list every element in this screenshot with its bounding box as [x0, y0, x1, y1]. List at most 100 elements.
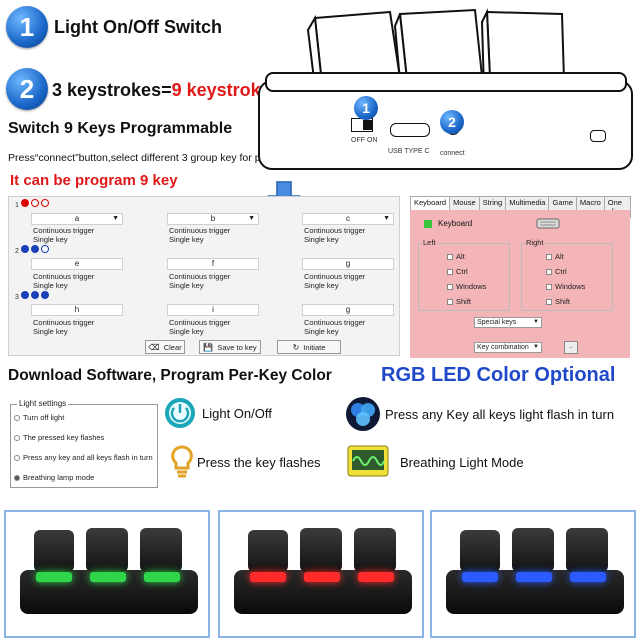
mode-label: Single key [169, 281, 204, 290]
mode-any-key: Press any Key all keys light flash in tu… [385, 407, 615, 422]
key-select-3c[interactable]: g [302, 304, 394, 316]
keyboard-settings-area: Keyboard Left Alt Ctrl Windows Shift Rig… [410, 210, 630, 358]
radio-breathing-lamp[interactable]: Breathing lamp mode [14, 473, 94, 482]
left-group-title: Left [422, 238, 437, 247]
mode-key-flashes: Press the key flashes [197, 455, 321, 470]
right-shift-checkbox[interactable]: Shift [546, 297, 570, 306]
photo-blue [430, 510, 636, 638]
switch-label: OFF ON [351, 137, 378, 144]
led-dot [20, 199, 29, 207]
initiate-button-label: Initiate [303, 342, 326, 352]
keycap [300, 528, 342, 572]
key-select-2a[interactable]: e [31, 258, 123, 270]
keyboard-icon [536, 218, 560, 229]
keycap [354, 528, 396, 572]
programmable-title: Switch 9 Keys Programmable [8, 120, 233, 137]
left-alt-checkbox[interactable]: Alt [447, 252, 465, 261]
keycap [248, 530, 288, 572]
clear-button-label: Clear [163, 342, 182, 352]
clear-button[interactable]: ⌫Clear [145, 340, 185, 354]
keypad-top-rim [265, 72, 627, 92]
left-modifier-group: Left Alt Ctrl Windows Shift [418, 238, 510, 311]
right-ctrl-checkbox[interactable]: Ctrl [546, 267, 567, 276]
led-glow [462, 572, 498, 582]
key-select-2b[interactable]: f [167, 258, 259, 270]
left-ctrl-checkbox[interactable]: Ctrl [447, 267, 468, 276]
ellipsis-button[interactable]: .. [564, 341, 578, 354]
feature-2-title: 3 keystrokes=9 keystrokes [52, 80, 281, 101]
mode-label: Single key [33, 327, 68, 336]
mode-label: Single key [169, 235, 204, 244]
group-2-indicator: 2 [15, 245, 51, 255]
trigger-label: Continuous trigger [169, 226, 231, 235]
connect-label: connect [440, 150, 465, 157]
led-glow [304, 572, 340, 582]
checkbox-icon [447, 283, 453, 290]
group-3-indicator: 3 [15, 291, 51, 301]
special-keys-select[interactable]: Special keys▼ [474, 317, 542, 328]
mode-breathing: Breathing Light Mode [400, 455, 524, 470]
initiate-button[interactable]: ↻Initiate [277, 340, 341, 354]
side-slot [590, 130, 606, 142]
radio-icon [14, 474, 20, 481]
light-switch[interactable] [351, 118, 373, 132]
feature-1-title: Light On/Off Switch [54, 17, 222, 37]
feature-2-badge: 2 [6, 68, 48, 110]
keycap [460, 530, 500, 572]
left-windows-checkbox[interactable]: Windows [447, 282, 486, 291]
key-select-2c[interactable]: g [302, 258, 394, 270]
radio-turn-off-light[interactable]: Turn off light [14, 413, 64, 422]
keycaps-illustration [306, 8, 566, 100]
radio-pressed-key-flashes[interactable]: The pressed key flashes [14, 433, 104, 442]
mode-label: Single key [304, 235, 339, 244]
keycap [512, 528, 554, 572]
led-dot [40, 199, 49, 207]
radio-any-key-flash[interactable]: Press any key and all keys flash in turn [14, 453, 153, 462]
right-windows-checkbox[interactable]: Windows [546, 282, 585, 291]
led-dot [20, 291, 29, 299]
key-select-3a[interactable]: h [31, 304, 123, 316]
key-combination-select[interactable]: Key combination▼ [474, 342, 542, 353]
keypad-drawing: OFF ON 1 USB TYPE C 2 connect [250, 0, 640, 180]
mode-light-onoff: Light On/Off [202, 406, 272, 421]
instruction-text: Press“connect”button,select different 3 … [8, 152, 294, 164]
trigger-label: Continuous trigger [33, 226, 95, 235]
light-settings-panel: Light settings Turn off light The presse… [10, 399, 158, 488]
trigger-label: Continuous trigger [304, 226, 366, 235]
key-select-1c[interactable]: c▼ [302, 213, 394, 225]
left-shift-checkbox[interactable]: Shift [447, 297, 471, 306]
photo-red [218, 510, 424, 638]
keycap [566, 528, 608, 572]
feature-1-badge: 1 [6, 6, 48, 48]
rgb-caption: RGB LED Color Optional [381, 364, 616, 386]
key-program-panel: 1 a▼ b▼ c▼ Continuous trigger Single key… [8, 196, 400, 356]
save-to-key-button[interactable]: 💾Save to key [199, 340, 261, 354]
feature-2-text-b: 9 keystrokes [171, 80, 281, 100]
led-dot [40, 245, 49, 253]
led-dot [30, 199, 39, 207]
mode-label: Single key [169, 327, 204, 336]
program-note: It can be program 9 key [10, 172, 178, 189]
trigger-label: Continuous trigger [33, 318, 95, 327]
keycap [86, 528, 128, 572]
key-select-1a[interactable]: a▼ [31, 213, 123, 225]
trigger-label: Continuous trigger [304, 272, 366, 281]
chevron-down-icon: ▼ [533, 319, 539, 325]
key-select-3b[interactable]: i [167, 304, 259, 316]
right-alt-checkbox[interactable]: Alt [546, 252, 564, 261]
keyboard-indicator [424, 220, 432, 228]
trigger-label: Continuous trigger [169, 318, 231, 327]
key-select-1b[interactable]: b▼ [167, 213, 259, 225]
checkbox-icon [447, 268, 453, 275]
checkbox-icon [546, 283, 552, 290]
checkbox-icon [447, 253, 453, 260]
led-glow [90, 572, 126, 582]
led-dot [30, 291, 39, 299]
right-group-title: Right [525, 238, 545, 247]
checkbox-icon [546, 253, 552, 260]
keypad-base [258, 80, 633, 170]
mode-label: Single key [33, 235, 68, 244]
clear-icon: ⌫ [148, 342, 160, 352]
breathing-wave-icon [347, 445, 389, 477]
led-glow [516, 572, 552, 582]
